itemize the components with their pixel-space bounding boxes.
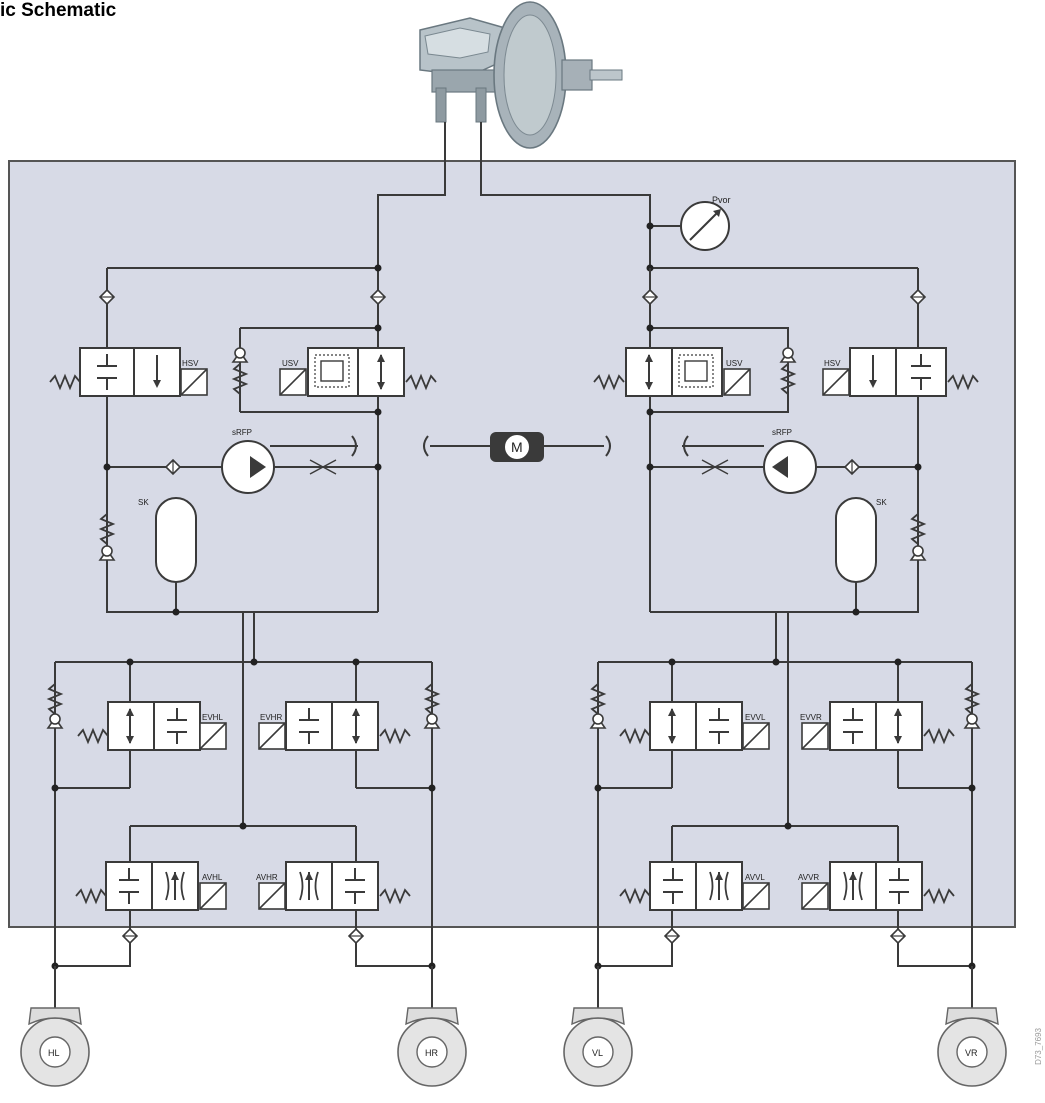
avvr-label: AVVR [798,873,819,882]
rfp-label-left: sRFP [232,428,252,437]
left-circuit: HSV sRFP SK [47,264,440,1010]
evhr-valve: EVHR [258,701,411,751]
wheel-label-hr: HR [425,1048,438,1058]
hsv-valve-left: HSV [49,347,208,397]
motor-label: M [511,439,523,455]
avhl-label: AVHL [202,873,223,882]
pressure-sensor-pvor: Pvor [650,195,731,251]
evhl-label: EVHL [202,713,223,722]
pvor-label: Pvor [712,195,731,205]
avhr-label: AVHR [256,873,278,882]
avhl-valve: AVHL [75,861,227,911]
wheel-hl: HL [20,1007,90,1087]
wheel-label-vl: VL [592,1048,603,1058]
wheel-vl: VL [563,1007,633,1087]
page-title: ic Schematic [0,0,117,21]
brake-booster-master-cylinder [419,1,623,149]
wheel-hr: HR [397,1007,467,1087]
sk-label-right: SK [876,498,887,507]
hsv-label-left: HSV [182,359,199,368]
usv-valve-left: USV [279,347,437,397]
return-pump-right: sRFP [763,428,817,494]
usv-label-right: USV [726,359,743,368]
avhr-valve: AVHR [256,861,411,911]
usv-label-left: USV [282,359,299,368]
evvl-valve: EVVL [619,701,770,751]
evhr-label: EVHR [260,713,282,722]
evhl-valve: EVHL [77,701,227,751]
wheel-label-hl: HL [48,1048,60,1058]
evvr-label: EVVR [800,713,822,722]
figure-code: D73_7693 [1034,1028,1043,1065]
avvl-valve: AVVL [619,861,770,911]
pump-motor: M [423,432,611,462]
usv-valve-right: USV [593,347,751,397]
hsv-valve-right: HSV [822,347,979,397]
rfp-label-right: sRFP [772,428,792,437]
evvl-label: EVVL [745,713,766,722]
avvl-label: AVVL [745,873,765,882]
hsv-label-right: HSV [824,359,841,368]
sk-label-left: SK [138,498,149,507]
wheel-label-vr: VR [965,1048,978,1058]
wheel-vr: VR [937,1007,1007,1087]
avvr-valve: AVVR [798,861,955,911]
right-circuit: USV HSV sRFP [590,222,980,1010]
